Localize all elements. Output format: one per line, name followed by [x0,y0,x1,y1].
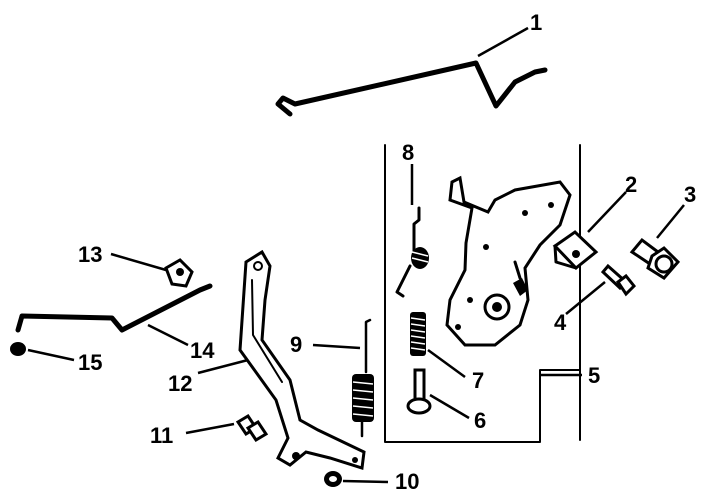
callout-10: 10 [395,469,419,494]
part-2-clip [552,230,599,271]
callout-1: 1 [530,10,542,35]
part-12-lever [238,249,366,470]
callout-12: 12 [168,371,192,396]
part-5-control-bracket [445,175,572,347]
callout-5: 5 [588,363,600,388]
part-4-screw [600,263,637,297]
part-10-nut [324,471,342,487]
part-5-group-outline [384,144,581,443]
callout-13: 13 [78,242,102,267]
callout-7: 7 [472,368,484,393]
part-9-spring [352,318,374,438]
part-14-choke-rod [15,283,213,333]
callout-6: 6 [474,408,486,433]
part-3-bolt [629,237,681,280]
leader-lines [27,26,685,484]
part-8-spring [395,206,429,298]
callout-8: 8 [402,140,414,165]
callout-15: 15 [78,350,102,375]
callout-3: 3 [684,182,696,207]
part-13-clamp [164,258,194,288]
callout-9: 9 [290,332,302,357]
callout-2: 2 [625,172,637,197]
callout-14: 14 [190,338,215,363]
part-7-spring [410,312,426,356]
part-6-screw [406,368,432,415]
callout-11: 11 [150,423,173,448]
part-11-bolt [235,413,269,443]
callout-4: 4 [554,310,567,335]
part-15-grommet [10,342,26,356]
part-1-governor-rod [275,60,548,117]
